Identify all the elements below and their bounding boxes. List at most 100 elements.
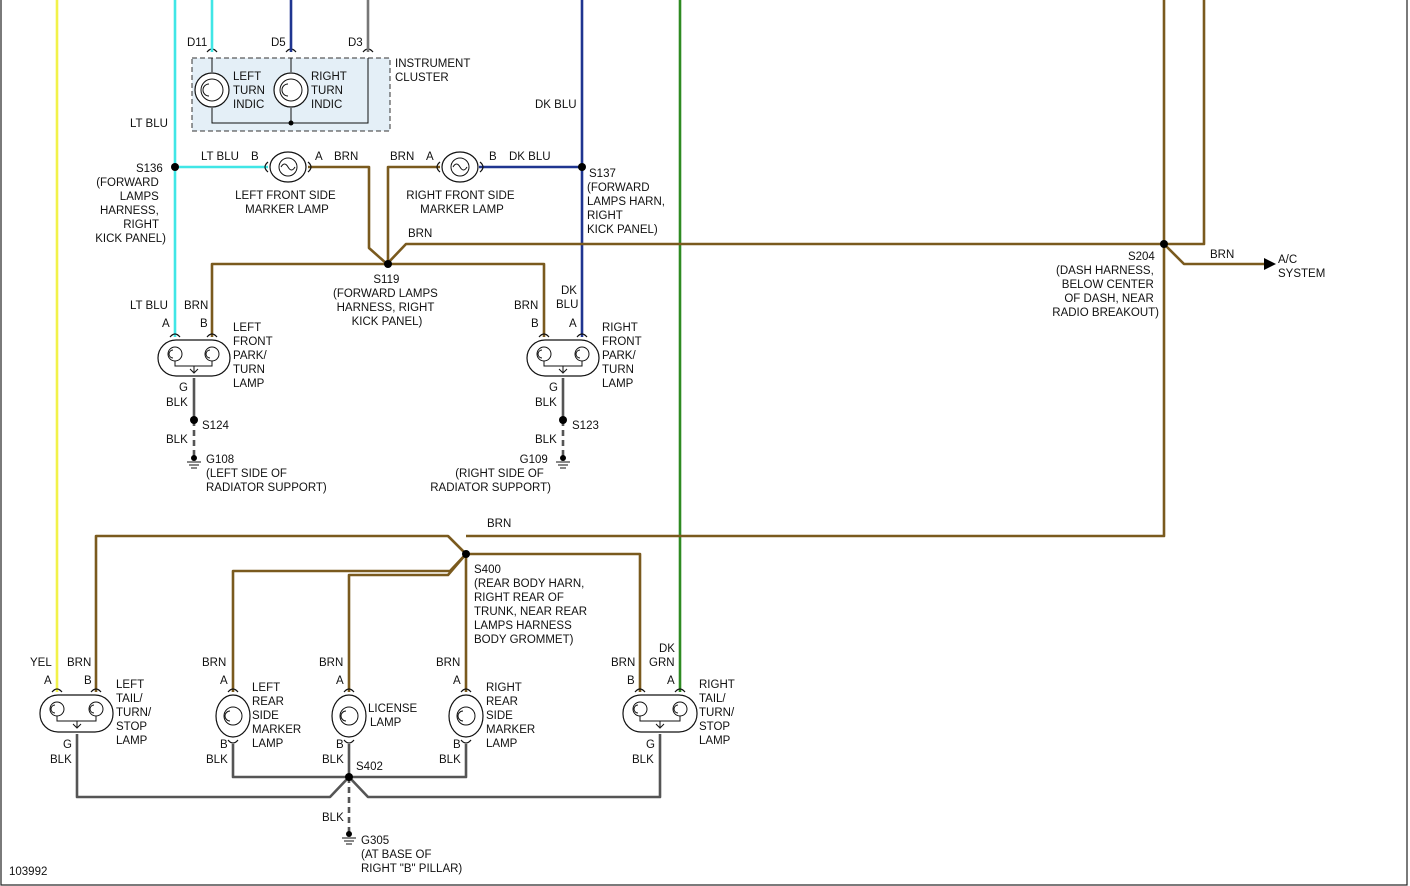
label-brn-rrm: BRN	[436, 657, 460, 669]
splice-s119-node	[384, 260, 392, 268]
right-turn-indic-label: RIGHT TURN INDIC	[311, 71, 350, 111]
right-front-park-label: RIGHT FRONT PARK/ TURN LAMP	[602, 322, 645, 390]
pin-g-rf-park: G	[549, 382, 558, 394]
label-brn-s119: BRN	[408, 228, 432, 240]
wire-brn-network	[94, 0, 1264, 692]
pin-b-lt: B	[84, 675, 92, 687]
label-blk-rt: BLK	[632, 754, 654, 766]
right-tail-label: RIGHT TAIL/ TURN/ STOP LAMP	[699, 679, 738, 747]
ground-g108-icon	[187, 455, 201, 469]
right-turn-indicator-bulb	[273, 72, 309, 108]
pin-a-lf-marker: A	[315, 151, 323, 163]
left-front-side-marker-lamp	[264, 151, 312, 183]
label-brn-lf: BRN	[184, 300, 208, 312]
splice-s204-label: S204 (DASH HARNESS, BELOW CENTER OF DASH…	[1052, 251, 1159, 319]
left-rear-side-marker-lamp	[215, 688, 251, 744]
pin-d5: D5	[271, 37, 286, 49]
splice-s400-node	[462, 550, 470, 558]
ground-g109-label: G109 (RIGHT SIDE OF RADIATOR SUPPORT)	[430, 454, 551, 494]
splice-s402-label: S402	[356, 761, 383, 773]
label-lt-blu-lf: LT BLU	[130, 300, 168, 312]
label-blk-g305: BLK	[322, 812, 344, 824]
label-blk-lt: BLK	[50, 754, 72, 766]
label-lt-blu-marker: LT BLU	[201, 151, 239, 163]
splice-s204-node	[1160, 240, 1168, 248]
label-brn-marker-l: BRN	[334, 151, 358, 163]
label-brn-marker-r: BRN	[390, 151, 414, 163]
right-rear-side-marker-lamp	[448, 688, 484, 744]
label-brn-lrm: BRN	[202, 657, 226, 669]
label-brn-rf: BRN	[514, 300, 538, 312]
label-yel-lt: YEL	[30, 657, 52, 669]
splice-s124-node	[190, 416, 198, 424]
right-tail-turn-stop-lamp	[622, 688, 698, 733]
label-dk-grn-rt: DK GRN	[649, 643, 678, 669]
left-front-side-marker-label: LEFT FRONT SIDE MARKER LAMP	[235, 190, 339, 216]
license-lamp-label: LICENSE LAMP	[368, 703, 420, 729]
right-front-park-turn-lamp	[526, 333, 600, 377]
pin-d3: D3	[348, 37, 363, 49]
pin-b-rf-marker: B	[489, 151, 497, 163]
right-front-side-marker-label: RIGHT FRONT SIDE MARKER LAMP	[406, 190, 517, 216]
label-dk-blu-rf: DK BLU	[556, 285, 580, 311]
splice-s137-label: S137 (FORWARD LAMPS HARN, RIGHT KICK PAN…	[587, 168, 668, 236]
pin-a-rf-park: A	[569, 318, 577, 330]
pin-a-lt: A	[44, 675, 52, 687]
left-turn-indic-label: LEFT TURN INDIC	[233, 71, 268, 111]
label-blk-rrm: BLK	[439, 754, 461, 766]
right-front-side-marker-lamp	[436, 151, 484, 183]
pin-a-lrm: A	[220, 675, 228, 687]
pin-b-rt: B	[627, 675, 635, 687]
pin-b-rrm: B	[453, 739, 461, 751]
label-blk-rf-2: BLK	[535, 434, 557, 446]
left-turn-indicator-bulb	[194, 72, 230, 108]
label-blk-rf-1: BLK	[535, 397, 557, 409]
ground-g305-icon	[342, 831, 356, 845]
pin-b-lic: B	[336, 739, 344, 751]
pin-b-lf-park: B	[200, 318, 208, 330]
label-brn-lt: BRN	[67, 657, 91, 669]
label-dk-blu-marker: DK BLU	[509, 151, 551, 163]
pin-g-rt: G	[646, 739, 655, 751]
figure-id: 103992	[9, 866, 47, 878]
splice-s402-node	[345, 773, 353, 781]
splice-s124-label: S124	[202, 420, 229, 432]
pin-a-lf-park: A	[162, 318, 170, 330]
splice-s119-label: S119 (FORWARD LAMPS HARNESS, RIGHT KICK …	[333, 274, 441, 328]
left-front-park-label: LEFT FRONT PARK/ TURN LAMP	[233, 322, 276, 390]
ground-g108-label: G108 (LEFT SIDE OF RADIATOR SUPPORT)	[206, 454, 327, 494]
pin-a-rrm: A	[453, 675, 461, 687]
label-brn-rear: BRN	[487, 518, 511, 530]
label-blk-lf-2: BLK	[166, 434, 188, 446]
left-tail-label: LEFT TAIL/ TURN/ STOP LAMP	[116, 679, 154, 747]
splice-s123-node	[559, 416, 567, 424]
label-blk-lic: BLK	[322, 754, 344, 766]
left-tail-turn-stop-lamp	[39, 688, 114, 733]
splice-s137-node	[578, 163, 586, 171]
splice-s400-label: S400 (REAR BODY HARN, RIGHT REAR OF TRUN…	[474, 564, 590, 646]
pin-a-rf-marker: A	[426, 151, 434, 163]
left-front-park-turn-lamp	[157, 333, 231, 377]
pin-g-lt: G	[63, 739, 72, 751]
pin-b-lf-marker: B	[251, 151, 259, 163]
label-brn-rt: BRN	[611, 657, 635, 669]
label-brn-ac: BRN	[1210, 249, 1234, 261]
instrument-cluster: D11 D5 D3 LEFT TURN INDIC RIGHT TURN IND…	[187, 37, 473, 132]
pin-b-lrm: B	[220, 739, 228, 751]
pin-a-rt: A	[667, 675, 675, 687]
license-lamp	[331, 688, 367, 744]
splice-s123-label: S123	[572, 420, 599, 432]
pin-g-lf-park: G	[179, 382, 188, 394]
ground-g305-label: G305 (AT BASE OF RIGHT "B" PILLAR)	[361, 835, 462, 875]
instrument-cluster-label: INSTRUMENT CLUSTER	[395, 58, 473, 84]
label-dk-blu-upper: DK BLU	[535, 99, 577, 111]
ac-system-label: A/C SYSTEM	[1278, 254, 1325, 280]
splice-s136-node	[171, 163, 179, 171]
left-rear-marker-label: LEFT REAR SIDE MARKER LAMP	[252, 682, 304, 750]
label-blk-lf-1: BLK	[166, 397, 188, 409]
label-brn-lic: BRN	[319, 657, 343, 669]
pin-d11: D11	[187, 37, 207, 49]
splice-s136-label: S136 (FORWARD LAMPS HARNESS, RIGHT KICK …	[95, 163, 166, 245]
